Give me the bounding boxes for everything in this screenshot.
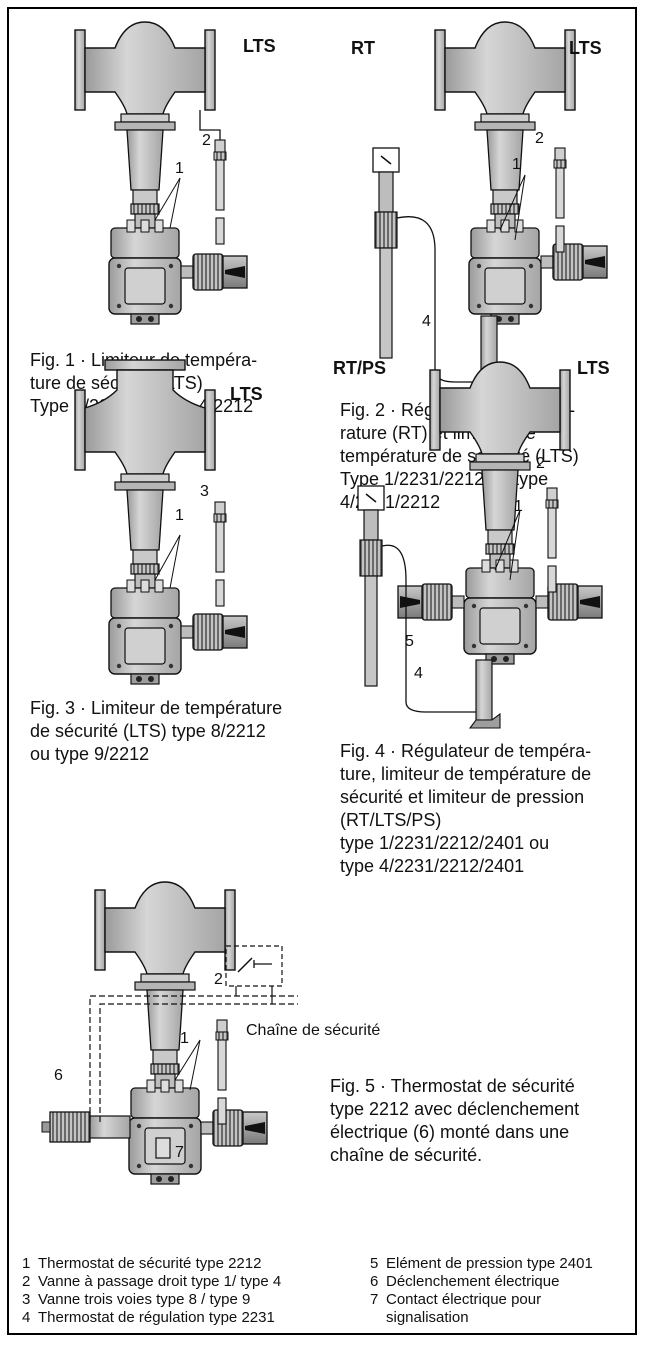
legend-text: Déclenchement électrique bbox=[386, 1273, 560, 1290]
legend-item: 3 Vanne trois voies type 8 / type 9 bbox=[22, 1291, 281, 1309]
legend-item: 4 Thermostat de régulation type 2231 bbox=[22, 1309, 281, 1327]
fig3-callout-3: 3 bbox=[200, 483, 209, 500]
setpoint-knob bbox=[540, 243, 608, 281]
legend-number: 5 bbox=[370, 1255, 379, 1272]
legend-number: 4 bbox=[22, 1309, 31, 1326]
legend-number: 7 bbox=[370, 1291, 379, 1308]
legend-text: Contact électrique pour bbox=[386, 1291, 542, 1308]
caption-line: Fig. 3 · Limiteur de température bbox=[30, 698, 283, 718]
legend-number: 1 bbox=[22, 1255, 31, 1272]
legend-text: Thermostat de sécurité type 2212 bbox=[38, 1255, 262, 1272]
fig4-callout-1: 1 bbox=[514, 498, 523, 515]
thermostat-actuator bbox=[468, 129, 542, 325]
pressure-element bbox=[397, 583, 465, 621]
temperature-sensor bbox=[213, 501, 227, 607]
safety-switch-box bbox=[225, 945, 283, 987]
caption-line: (RT/LTS/PS) bbox=[340, 810, 442, 830]
electrical-contact bbox=[155, 1137, 171, 1159]
temperature-sensor bbox=[553, 147, 567, 253]
caption-line: type 2212 avec déclenchement bbox=[330, 1099, 580, 1119]
valve-body bbox=[74, 21, 216, 131]
fig1-callout-2: 2 bbox=[202, 132, 211, 149]
fig4-label-lts: LTS bbox=[577, 358, 610, 378]
fig4-illustration bbox=[357, 361, 603, 729]
setpoint-knob bbox=[180, 253, 248, 291]
legend-number: 6 bbox=[370, 1273, 379, 1290]
fig4-callout-4: 4 bbox=[414, 665, 423, 682]
legend-text: Elément de pression type 2401 bbox=[386, 1255, 593, 1272]
fig3-label-lts: LTS bbox=[230, 384, 263, 404]
rt-sensor bbox=[379, 247, 393, 359]
fig1-illustration bbox=[74, 21, 248, 325]
legend-text: signalisation bbox=[386, 1309, 469, 1326]
fig5-caption: Fig. 5 · Thermostat de sécurité type 221… bbox=[330, 1075, 579, 1167]
setpoint-knob bbox=[180, 613, 248, 651]
legend-item: 6 Déclenchement électrique bbox=[370, 1273, 593, 1291]
fig3-illustration bbox=[74, 359, 248, 685]
fig5-illustration bbox=[41, 881, 298, 1185]
fig4-label-rtps: RT/PS bbox=[333, 358, 387, 378]
temperature-sensor bbox=[213, 139, 227, 245]
fig3-caption: Fig. 3 · Limiteur de température de sécu… bbox=[30, 697, 282, 766]
legend-text: Thermostat de régulation type 2231 bbox=[38, 1309, 275, 1326]
caption-line: ou type 9/2212 bbox=[30, 744, 150, 764]
fig2-callout-4: 4 bbox=[422, 313, 431, 330]
fig5-callout-1: 1 bbox=[180, 1030, 189, 1047]
fig4-caption: Fig. 4 · Régulateur de tempéra- ture, li… bbox=[340, 740, 591, 878]
fig1-callout-1: 1 bbox=[175, 160, 184, 177]
caption-line: type 1/2231/2212/2401 ou bbox=[340, 833, 550, 853]
fig4-callout-2: 2 bbox=[536, 455, 545, 472]
caption-line: Fig. 4 · Régulateur de tempéra- bbox=[340, 741, 592, 761]
temperature-sensor bbox=[545, 487, 559, 593]
legend-text: Vanne trois voies type 8 / type 9 bbox=[38, 1291, 251, 1308]
fig2-callout-1: 1 bbox=[512, 156, 521, 173]
caption-line: de sécurité (LTS) type 8/2212 bbox=[30, 721, 266, 741]
fig1-label-lts: LTS bbox=[243, 36, 276, 56]
legend-item: 7 Contact électrique pour bbox=[370, 1291, 593, 1309]
fig5-label-chaine: Chaîne de sécurité bbox=[246, 1022, 381, 1039]
temperature-sensor bbox=[215, 1019, 229, 1125]
caption-line: sécurité et limiteur de pression bbox=[340, 787, 585, 807]
setpoint-knob bbox=[200, 1109, 268, 1147]
thermostat-actuator bbox=[463, 469, 537, 665]
fig5-callout-6: 6 bbox=[54, 1067, 63, 1084]
caption-line: Fig. 5 · Thermostat de sécurité bbox=[330, 1076, 575, 1096]
fig2-label-lts: LTS bbox=[569, 38, 602, 58]
fig2-callout-2: 2 bbox=[535, 130, 544, 147]
legend-text: Vanne à passage droit type 1/ type 4 bbox=[38, 1273, 282, 1290]
caption-line: type 4/2231/2212/2401 bbox=[340, 856, 525, 876]
valve-body bbox=[429, 361, 571, 471]
setpoint-knob bbox=[535, 583, 603, 621]
fig5-callout-7: 7 bbox=[175, 1144, 184, 1161]
caption-line: ture, limiteur de température de bbox=[340, 764, 592, 784]
caption-line: chaîne de sécurité. bbox=[330, 1145, 483, 1165]
document-frame bbox=[7, 7, 637, 1335]
fig3-callout-1: 1 bbox=[175, 507, 184, 524]
caption-line: électrique (6) monté dans une bbox=[330, 1122, 570, 1142]
fig2-label-rt: RT bbox=[351, 38, 375, 58]
legend-number: 3 bbox=[22, 1291, 31, 1308]
electrical-trip bbox=[49, 1111, 91, 1143]
legend-number: 2 bbox=[22, 1273, 31, 1290]
legend-item: 5 Elément de pression type 2401 bbox=[370, 1255, 593, 1273]
legend-right: 5 Elément de pression type 2401 6 Déclench… bbox=[370, 1255, 593, 1327]
legend-item: 1 Thermostat de sécurité type 2212 bbox=[22, 1255, 281, 1273]
three-way-valve-body bbox=[74, 359, 216, 491]
valve-body bbox=[434, 21, 576, 131]
legend-item: signalisation bbox=[370, 1309, 593, 1327]
legend-item: 2 Vanne à passage droit type 1/ type 4 bbox=[22, 1273, 281, 1291]
fig4-callout-5: 5 bbox=[405, 633, 414, 650]
fig5-callout-2: 2 bbox=[214, 971, 223, 988]
